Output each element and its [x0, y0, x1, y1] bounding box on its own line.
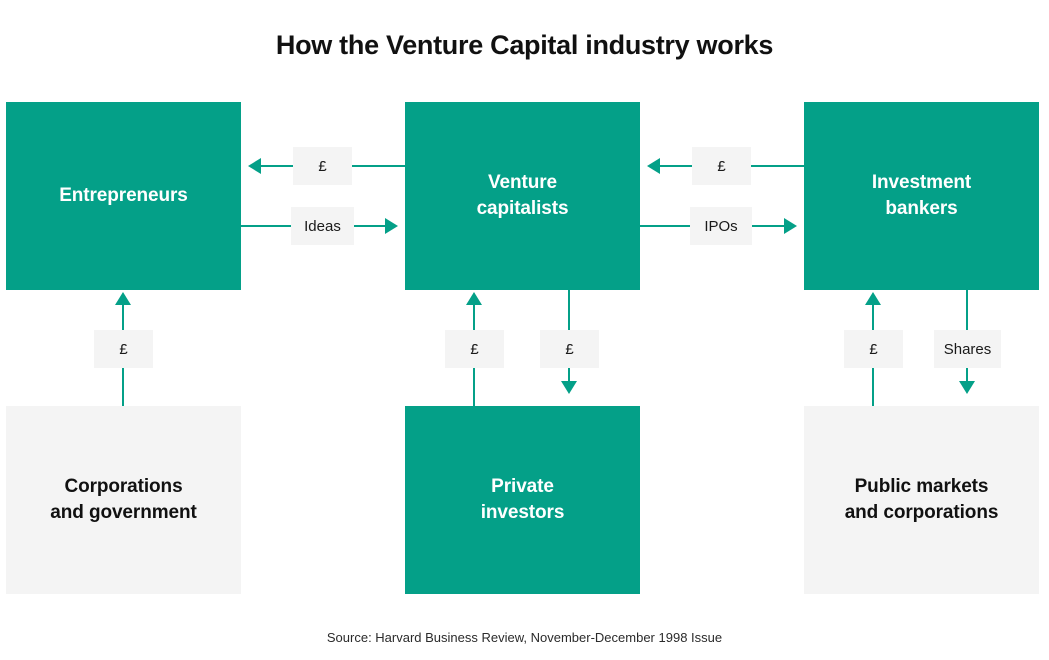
source-caption: Source: Harvard Business Review, Novembe…	[326, 630, 723, 645]
arrow-right-icon-entrepreneurs-to-vc	[385, 218, 398, 234]
node-public-markets-line2: and corporations	[844, 502, 999, 523]
node-venture-capitalists-line2: capitalists	[476, 198, 569, 219]
node-venture-capitalists-line1: Venture	[488, 172, 557, 194]
node-private-investors: Private investors	[405, 406, 640, 594]
node-public-markets-and-corporations: Public markets and corporations	[804, 406, 1039, 594]
arrow-down-icon-vc-to-private	[561, 381, 577, 394]
node-investment-bankers-line2: bankers	[885, 198, 958, 219]
flow-label-bankers-to-public-shares: Shares	[934, 330, 1001, 368]
node-venture-capitalists-label: Venture capitalists	[477, 170, 569, 221]
node-investment-bankers-line1: Investment	[871, 172, 972, 194]
arrow-up-icon-private-to-vc	[466, 292, 482, 305]
flow-label-entrepreneurs-to-vc-ideas: Ideas	[291, 207, 354, 245]
arrow-up-icon-corporations-to-entrepreneurs	[115, 292, 131, 305]
node-investment-bankers-label: Investment bankers	[872, 170, 971, 221]
node-private-investors-line2: investors	[480, 502, 565, 523]
node-private-investors-line1: Private	[491, 476, 554, 498]
flow-label-bankers-to-vc-money: £	[692, 147, 751, 185]
node-corporations-and-government: Corporations and government	[6, 406, 241, 594]
flow-label-public-to-bankers-money: £	[844, 330, 903, 368]
node-corporations-line1: Corporations	[64, 476, 183, 498]
node-private-investors-label: Private investors	[481, 474, 565, 525]
node-corporations-line2: and government	[50, 502, 197, 523]
node-entrepreneurs: Entrepreneurs	[6, 102, 241, 290]
flow-label-vc-to-private-money: £	[540, 330, 599, 368]
flow-label-corporations-to-entrepreneurs-money: £	[94, 330, 153, 368]
arrow-right-icon-vc-to-bankers	[784, 218, 797, 234]
flow-label-vc-to-entrepreneurs-money: £	[293, 147, 352, 185]
flow-label-private-to-vc-money: £	[445, 330, 504, 368]
arrow-down-icon-bankers-to-public	[959, 381, 975, 394]
node-investment-bankers: Investment bankers	[804, 102, 1039, 290]
arrow-up-icon-public-to-bankers	[865, 292, 881, 305]
node-public-markets-label: Public markets and corporations	[845, 474, 999, 525]
node-venture-capitalists: Venture capitalists	[405, 102, 640, 290]
node-public-markets-line1: Public markets	[854, 476, 989, 498]
node-entrepreneurs-label: Entrepreneurs	[59, 185, 188, 207]
node-corporations-and-government-label: Corporations and government	[50, 474, 197, 525]
flow-label-vc-to-bankers-ipos: IPOs	[690, 207, 752, 245]
arrow-left-icon-vc-to-entrepreneurs	[248, 158, 261, 174]
page-title: How the Venture Capital industry works	[275, 30, 774, 60]
arrow-left-icon-bankers-to-vc	[647, 158, 660, 174]
